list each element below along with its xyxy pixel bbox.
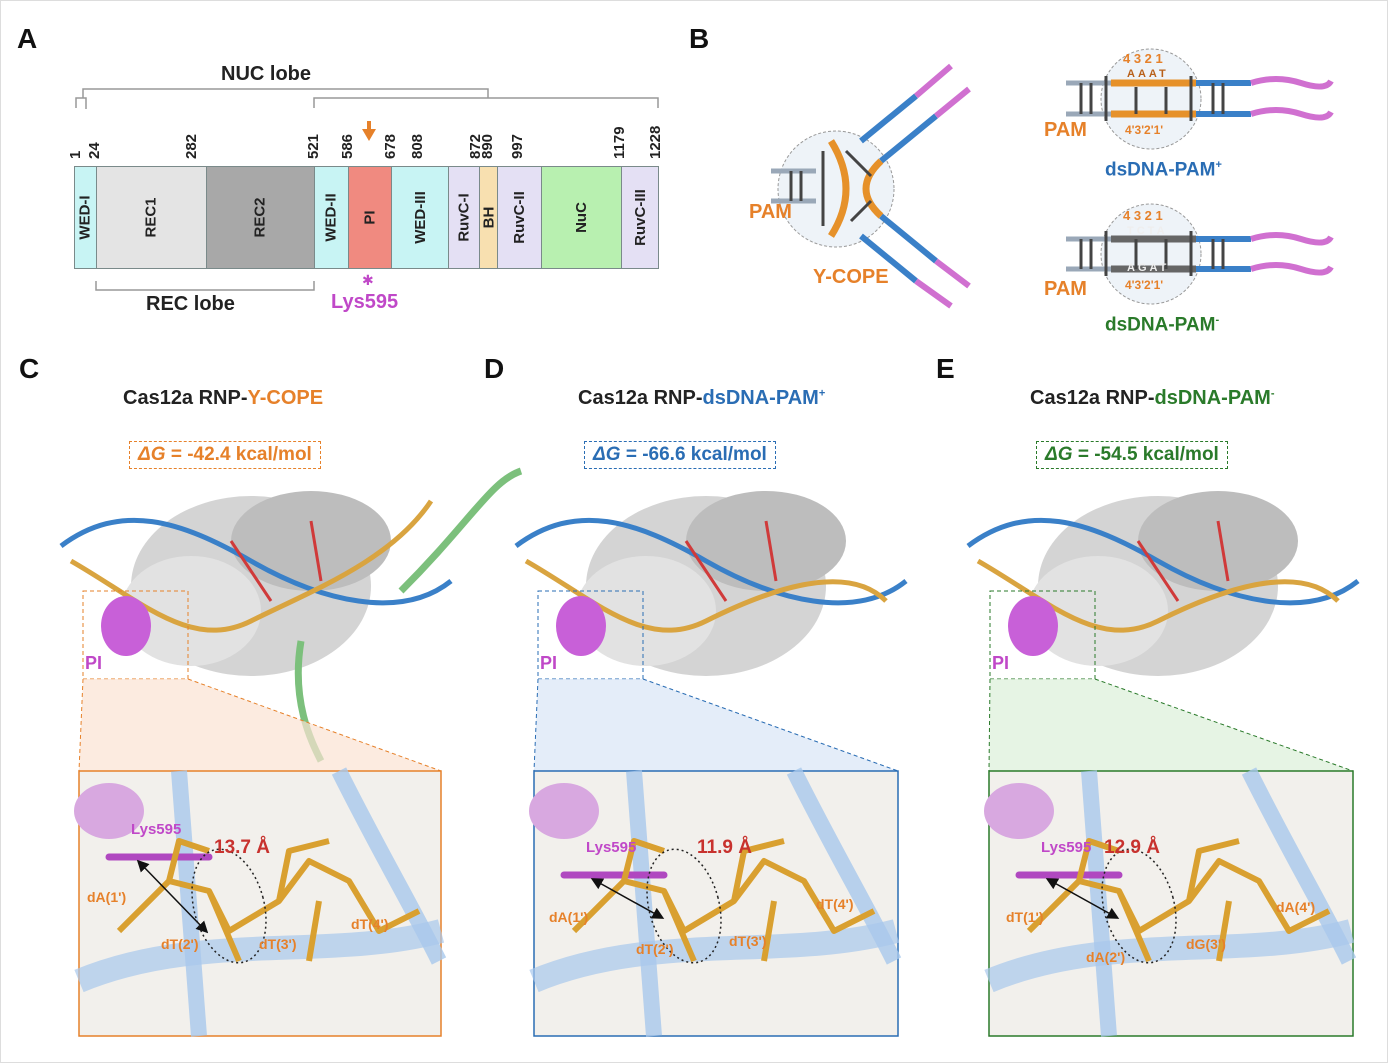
domain-bh: BH (479, 166, 498, 269)
residue-position: 282 (183, 133, 200, 159)
minus-top-sequence: TCTA (1127, 225, 1168, 237)
domain-ruvc-iii: RuvC-III (621, 166, 659, 269)
zoom-projection (989, 679, 1353, 771)
delta-g-box-0: ΔG = -42.4 kcal/mol (129, 441, 321, 469)
lys595-inset-label: Lys595 (586, 839, 637, 856)
dsdna-minus-schematic (1066, 203, 1334, 305)
structure-title-0: Cas12a RNP-Y-COPE (123, 387, 324, 409)
plus-top-sequence: AAAT (1127, 68, 1169, 80)
residue-position: 678 (382, 133, 399, 159)
pi-domain-label: PI (85, 653, 103, 673)
rec-lobe-label: REC lobe (146, 293, 235, 315)
protein-structure-2 (966, 491, 1360, 676)
zoom-projection (79, 679, 441, 771)
distance-label: 11.9 Å (697, 837, 752, 858)
pam-label-minus: PAM (1044, 278, 1087, 300)
structure-title-1: Cas12a RNP-dsDNA-PAM+ (578, 387, 826, 409)
residue-position: 1 (67, 150, 84, 159)
minus-bottom-sequence: AGAT (1127, 262, 1170, 274)
panel-label-a: A (17, 23, 38, 54)
residue-label: dA(1') (549, 909, 589, 925)
ycope-schematic (771, 63, 971, 309)
inset-view-2 (984, 767, 1357, 1037)
domain-pi: PI (348, 166, 392, 269)
domain-wed-ii: WED-II (314, 166, 349, 269)
ycope-label: Y-COPE (813, 266, 889, 288)
zoom-projection (534, 679, 898, 771)
panel-label-e: E (936, 353, 955, 384)
residue-position: 586 (339, 133, 356, 159)
domain-ruvc-ii: RuvC-II (497, 166, 542, 269)
nuc-lobe-label: NUC lobe (221, 63, 311, 85)
bottom-numbers-minus: 4'3'2'1' (1125, 278, 1164, 292)
bottom-numbers-plus: 4'3'2'1' (1125, 123, 1164, 137)
residue-label: dA(4') (1276, 899, 1316, 915)
dsdna-plus-schematic (1066, 48, 1334, 150)
panel-label-d: D (484, 353, 505, 384)
residue-position: 890 (479, 133, 496, 159)
residue-label: dA(2') (1086, 949, 1126, 965)
pi-domain-label: PI (540, 653, 558, 673)
residue-label: dG(3') (1186, 936, 1226, 952)
top-numbers-plus: 4 3 2 1 (1123, 51, 1163, 66)
domain-wed-i: WED-I (74, 166, 97, 269)
inset-view-1 (529, 767, 902, 1037)
domain-rec2: REC2 (206, 166, 315, 269)
residue-label: dT(3') (259, 936, 297, 952)
panel-label-c: C (19, 353, 40, 384)
residue-label: dT(1') (1006, 909, 1044, 925)
residue-label: dT(4') (816, 896, 854, 912)
residue-position: 24 (86, 142, 103, 159)
residue-label: dT(3') (729, 933, 767, 949)
pi-domain-label: PI (992, 653, 1010, 673)
pam-label-plus: PAM (1044, 119, 1087, 141)
pam-label-ycope: PAM (749, 201, 792, 223)
residue-position: 808 (409, 133, 426, 159)
domain-nuc: NuC (541, 166, 622, 269)
inset-view-0 (74, 767, 447, 1037)
delta-g-box-2: ΔG = -54.5 kcal/mol (1036, 441, 1228, 469)
lys595-inset-label: Lys595 (131, 821, 182, 838)
lys595-inset-label: Lys595 (1041, 839, 1092, 856)
delta-g-box-1: ΔG = -66.6 kcal/mol (584, 441, 776, 469)
domain-ruvc-i: RuvC-I (448, 166, 480, 269)
pi-arrow-icon (362, 121, 376, 141)
distance-label: 12.9 Å (1104, 837, 1160, 858)
lys595-label: Lys595 (331, 291, 399, 313)
residue-label: dA(1') (87, 889, 127, 905)
domain-rec1: REC1 (96, 166, 207, 269)
residue-label: dT(4') (351, 916, 389, 932)
structure-title-2: Cas12a RNP-dsDNA-PAM- (1030, 387, 1275, 409)
protein-structure-1 (514, 491, 908, 676)
residue-position: 997 (509, 133, 526, 159)
top-numbers-minus: 4 3 2 1 (1123, 208, 1163, 223)
distance-label: 13.7 Å (214, 837, 270, 858)
residue-label: dT(2') (636, 941, 674, 957)
residue-position: 1228 (647, 125, 664, 159)
dsdna-minus-label: dsDNA-PAM- (1105, 314, 1220, 336)
mutation-star-icon: ✱ (362, 272, 374, 288)
lobe-brackets (75, 88, 659, 291)
panel-label-b: B (689, 23, 710, 54)
protein-structure-0 (59, 467, 523, 763)
dsdna-plus-label: dsDNA-PAM+ (1105, 159, 1222, 181)
residue-position: 1179 (611, 126, 628, 159)
domain-wed-iii: WED-III (391, 166, 449, 269)
residue-position: 521 (305, 133, 322, 159)
residue-label: dT(2') (161, 936, 199, 952)
